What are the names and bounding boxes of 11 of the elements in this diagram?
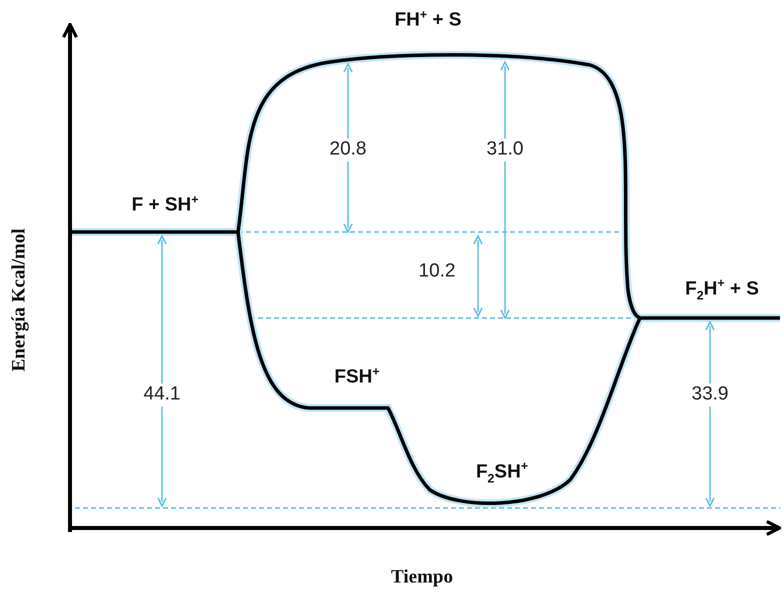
energy-value: 20.8 — [328, 138, 368, 162]
energy-level-label: FSH$^{+}$ — [334, 365, 380, 389]
axis-title: Energía Kcal/mol — [10, 228, 30, 372]
energy-level-label: F$_{2}$H$^{+}$ + S — [685, 277, 759, 303]
energy-level-label: FH$^{+}$ + S — [394, 8, 462, 32]
energy-value: 33.9 — [690, 384, 730, 406]
axis-title: Tiempo — [391, 568, 453, 588]
energy-level-label: F + SH$^{+}$ — [132, 193, 198, 217]
energy-level-label: F$_{2}$SH$^{+}$ — [476, 460, 528, 486]
energy-value: 31.0 — [484, 138, 526, 162]
energy-value: 44.1 — [142, 384, 182, 406]
